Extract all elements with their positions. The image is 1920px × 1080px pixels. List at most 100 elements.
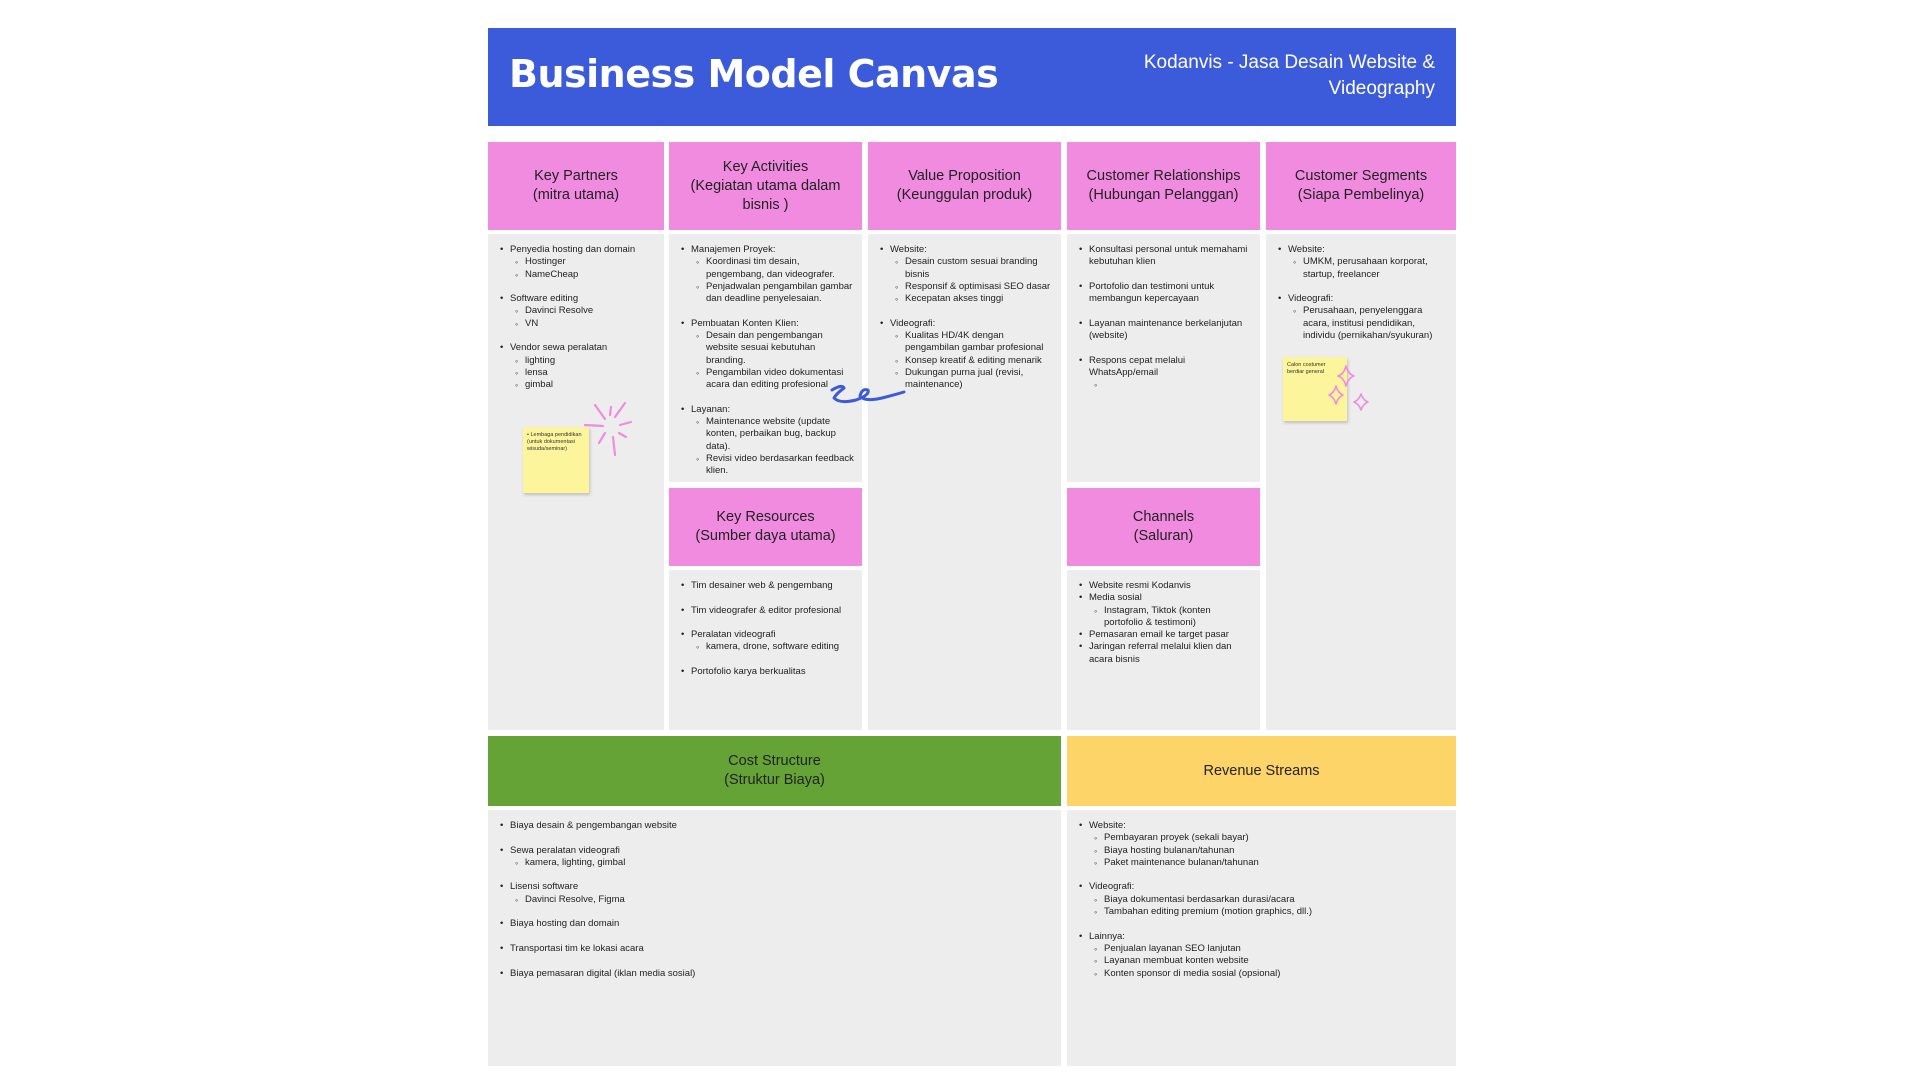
list-item: Konsultasi personal untuk memahami kebut…	[1079, 244, 1252, 269]
sub-list-item: Penjadwalan pengambilan gambar dan deadl…	[681, 281, 854, 306]
key-resources-heading: Key Resources (Sumber daya utama)	[669, 488, 862, 566]
sub-list-item: Koordinasi tim desain, pengembang, dan v…	[681, 256, 854, 281]
list-item: Portofolio karya berkualitas	[681, 666, 854, 679]
list-item: Software editing	[500, 293, 656, 306]
list-item: Videografi:	[1278, 293, 1448, 306]
sub-list-item: kamera, drone, software editing	[681, 641, 854, 654]
sub-list-item: Paket maintenance bulanan/tahunan	[1079, 857, 1448, 870]
customer-relationships-list: Konsultasi personal untuk memahami kebut…	[1079, 244, 1252, 392]
star-sparkles-icon	[1328, 365, 1369, 411]
list-item: Peralatan videografi	[681, 629, 854, 642]
key-activities-heading: Key Activities (Kegiatan utama dalam bis…	[669, 142, 862, 230]
list-spacer	[500, 281, 656, 293]
sub-list-item: Biaya hosting bulanan/tahunan	[1079, 845, 1448, 858]
sub-list-item: Kualitas HD/4K dengan pengambilan gambar…	[880, 330, 1053, 355]
list-spacer	[880, 305, 1053, 317]
list-spacer	[681, 617, 854, 629]
canvas-header: Business Model Canvas Kodanvis - Jasa De…	[488, 28, 1456, 126]
sub-list-item: Hostinger	[500, 256, 656, 269]
channels-heading: Channels (Saluran)	[1067, 488, 1260, 566]
list-item: Videografi:	[880, 318, 1053, 331]
list-item: Manajemen Proyek:	[681, 244, 854, 257]
list-item: Tim videografer & editor profesional	[681, 605, 854, 618]
key-resources-body: Tim desainer web & pengembangTim videogr…	[669, 570, 862, 730]
list-spacer	[500, 330, 656, 342]
list-item: Layanan maintenance berkelanjutan (websi…	[1079, 318, 1252, 343]
list-item: Lisensi software	[500, 881, 1053, 894]
list-item: Sewa peralatan videografi	[500, 845, 1053, 858]
value-proposition-body: Website:Desain custom sesuai branding bi…	[868, 234, 1061, 730]
list-spacer	[681, 592, 854, 604]
sub-list-item: Konsep kreatif & editing menarik	[880, 355, 1053, 368]
customer-segments-heading: Customer Segments (Siapa Pembelinya)	[1266, 142, 1456, 230]
customer-segments-body: Website:UMKM, perusahaan korporat, start…	[1266, 234, 1456, 730]
list-item: Biaya hosting dan domain	[500, 918, 1053, 931]
list-spacer	[1079, 305, 1252, 317]
list-item: Website:	[880, 244, 1053, 257]
list-spacer	[681, 654, 854, 666]
list-spacer	[681, 305, 854, 317]
canvas-title: Business Model Canvas	[509, 52, 999, 96]
customer-relationships-body: Konsultasi personal untuk memahami kebut…	[1067, 234, 1260, 482]
list-spacer	[500, 931, 1053, 943]
value-proposition-heading: Value Proposition (Keunggulan produk)	[868, 142, 1061, 230]
sub-list-item: Tambahan editing premium (motion graphic…	[1079, 906, 1448, 919]
revenue-streams-body: Website:Pembayaran proyek (sekali bayar)…	[1067, 810, 1456, 1066]
list-spacer	[1278, 281, 1448, 293]
sub-list-item: lensa	[500, 367, 656, 380]
sub-list-item: Desain dan pengembangan website sesuai k…	[681, 330, 854, 367]
list-item: Lainnya:	[1079, 931, 1448, 944]
burst-sparkle-icon	[583, 401, 633, 457]
sub-list-item: UMKM, perusahaan korporat, startup, free…	[1278, 256, 1448, 281]
sub-list-item: Layanan membuat konten website	[1079, 955, 1448, 968]
cost-structure-body: Biaya desain & pengembangan websiteSewa …	[488, 810, 1061, 1066]
list-spacer	[500, 955, 1053, 967]
sticky-note-key-partners: • Lembaga pendidikan (untuk dokumentasi …	[523, 427, 589, 493]
sub-list-item	[1079, 379, 1252, 392]
sub-list-item: Revisi video berdasarkan feedback klien.	[681, 453, 854, 478]
sub-list-item: Davinci Resolve	[500, 305, 656, 318]
sub-list-item: Desain custom sesuai branding bisnis	[880, 256, 1053, 281]
key-activities-list: Manajemen Proyek:Koordinasi tim desain, …	[681, 244, 854, 478]
list-item: Respons cepat melalui WhatsApp/email	[1079, 355, 1252, 380]
list-item: Videografi:	[1079, 881, 1448, 894]
key-partners-heading: Key Partners (mitra utama)	[488, 142, 664, 230]
sub-list-item: Konten sponsor di media sosial (opsional…	[1079, 968, 1448, 981]
sub-list-item: Instagram, Tiktok (konten portofolio & t…	[1079, 605, 1252, 630]
list-spacer	[500, 832, 1053, 844]
list-spacer	[500, 906, 1053, 918]
key-activities-body: Manajemen Proyek:Koordinasi tim desain, …	[669, 234, 862, 482]
sub-list-item: Kecepatan akses tinggi	[880, 293, 1053, 306]
list-spacer	[1079, 342, 1252, 354]
sub-list-item: Davinci Resolve, Figma	[500, 894, 1053, 907]
list-item: Layanan:	[681, 404, 854, 417]
cost-structure-list: Biaya desain & pengembangan websiteSewa …	[500, 820, 1053, 980]
list-item: Portofolio dan testimoni untuk membangun…	[1079, 281, 1252, 306]
sub-list-item: VN	[500, 318, 656, 331]
key-resources-list: Tim desainer web & pengembangTim videogr…	[681, 580, 854, 679]
sub-list-item: lighting	[500, 355, 656, 368]
list-spacer	[1079, 269, 1252, 281]
list-item: Pembuatan Konten Klien:	[681, 318, 854, 331]
key-partners-list: Penyedia hosting dan domainHostingerName…	[500, 244, 656, 392]
list-item: Website:	[1278, 244, 1448, 257]
sub-list-item: Pengambilan video dokumentasi acara dan …	[681, 367, 854, 392]
channels-list: Website resmi KodanvisMedia sosialInstag…	[1079, 580, 1252, 666]
list-item: Media sosial	[1079, 592, 1252, 605]
sub-list-item: Responsif & optimisasi SEO dasar	[880, 281, 1053, 294]
list-item: Vendor sewa peralatan	[500, 342, 656, 355]
sub-list-item: Maintenance website (update konten, perb…	[681, 416, 854, 453]
sub-list-item: Perusahaan, penyelenggara acara, institu…	[1278, 305, 1448, 342]
customer-relationships-heading: Customer Relationships (Hubungan Pelangg…	[1067, 142, 1260, 230]
sub-list-item: kamera, lighting, gimbal	[500, 857, 1053, 870]
cost-structure-heading: Cost Structure (Struktur Biaya)	[488, 736, 1061, 806]
sub-list-item: Biaya dokumentasi berdasarkan durasi/aca…	[1079, 894, 1448, 907]
list-item: Website:	[1079, 820, 1448, 833]
channels-body: Website resmi KodanvisMedia sosialInstag…	[1067, 570, 1260, 730]
customer-segments-list: Website:UMKM, perusahaan korporat, start…	[1278, 244, 1448, 342]
value-proposition-list: Website:Desain custom sesuai branding bi…	[880, 244, 1053, 392]
list-spacer	[1079, 918, 1448, 930]
blue-swirl-doodle-icon	[830, 384, 906, 404]
list-item: Transportasi tim ke lokasi acara	[500, 943, 1053, 956]
